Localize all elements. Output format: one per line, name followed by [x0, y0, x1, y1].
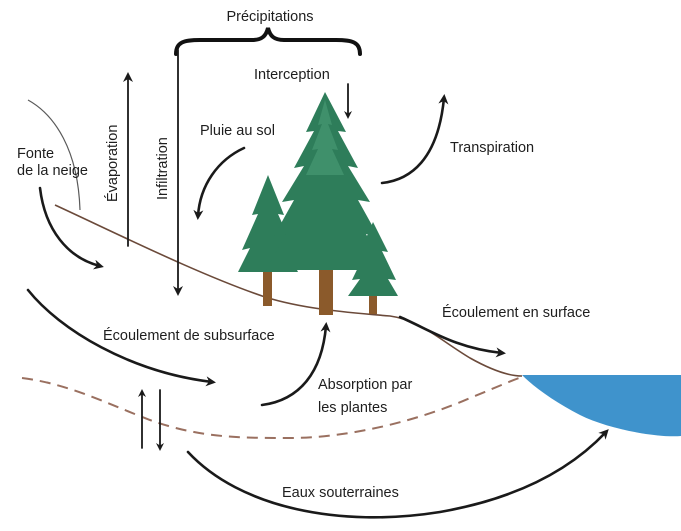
- fonte-arrow: [38, 186, 104, 270]
- label-ecoulement-surface: Écoulement en surface: [442, 304, 590, 321]
- label-absorption-line2: les plantes: [318, 400, 387, 416]
- subsurface-flow-arrow: [26, 288, 216, 387]
- label-absorption-line1: Absorption par: [318, 377, 412, 393]
- label-precipitations: Précipitations: [226, 9, 313, 25]
- lake: [522, 375, 681, 437]
- snow-slope-line: [27, 99, 81, 211]
- label-pluie-au-sol: Pluie au sol: [200, 123, 275, 139]
- groundwater-flow-arrow: [186, 429, 609, 519]
- tree-main: [266, 92, 384, 315]
- label-fonte-line1: Fonte: [17, 146, 54, 162]
- precipitations-brace: [174, 27, 362, 56]
- pluie-au-sol-arrow: [193, 146, 246, 220]
- label-eaux-souterraines: Eaux souterraines: [282, 485, 399, 501]
- label-fonte-line2: de la neige: [17, 163, 88, 179]
- surface-flow-arrow: [398, 315, 506, 358]
- label-evaporation: Évaporation: [104, 125, 121, 202]
- water-table-line: [21, 376, 523, 440]
- transpiration-arrow: [380, 94, 449, 185]
- ground-surface-line: [54, 204, 523, 377]
- label-ecoulement-subsurface: Écoulement de subsurface: [103, 327, 275, 344]
- absorption-arrow: [260, 322, 331, 407]
- label-transpiration: Transpiration: [450, 140, 534, 156]
- label-infiltration: Infiltration: [155, 137, 171, 200]
- label-interception: Interception: [254, 67, 330, 83]
